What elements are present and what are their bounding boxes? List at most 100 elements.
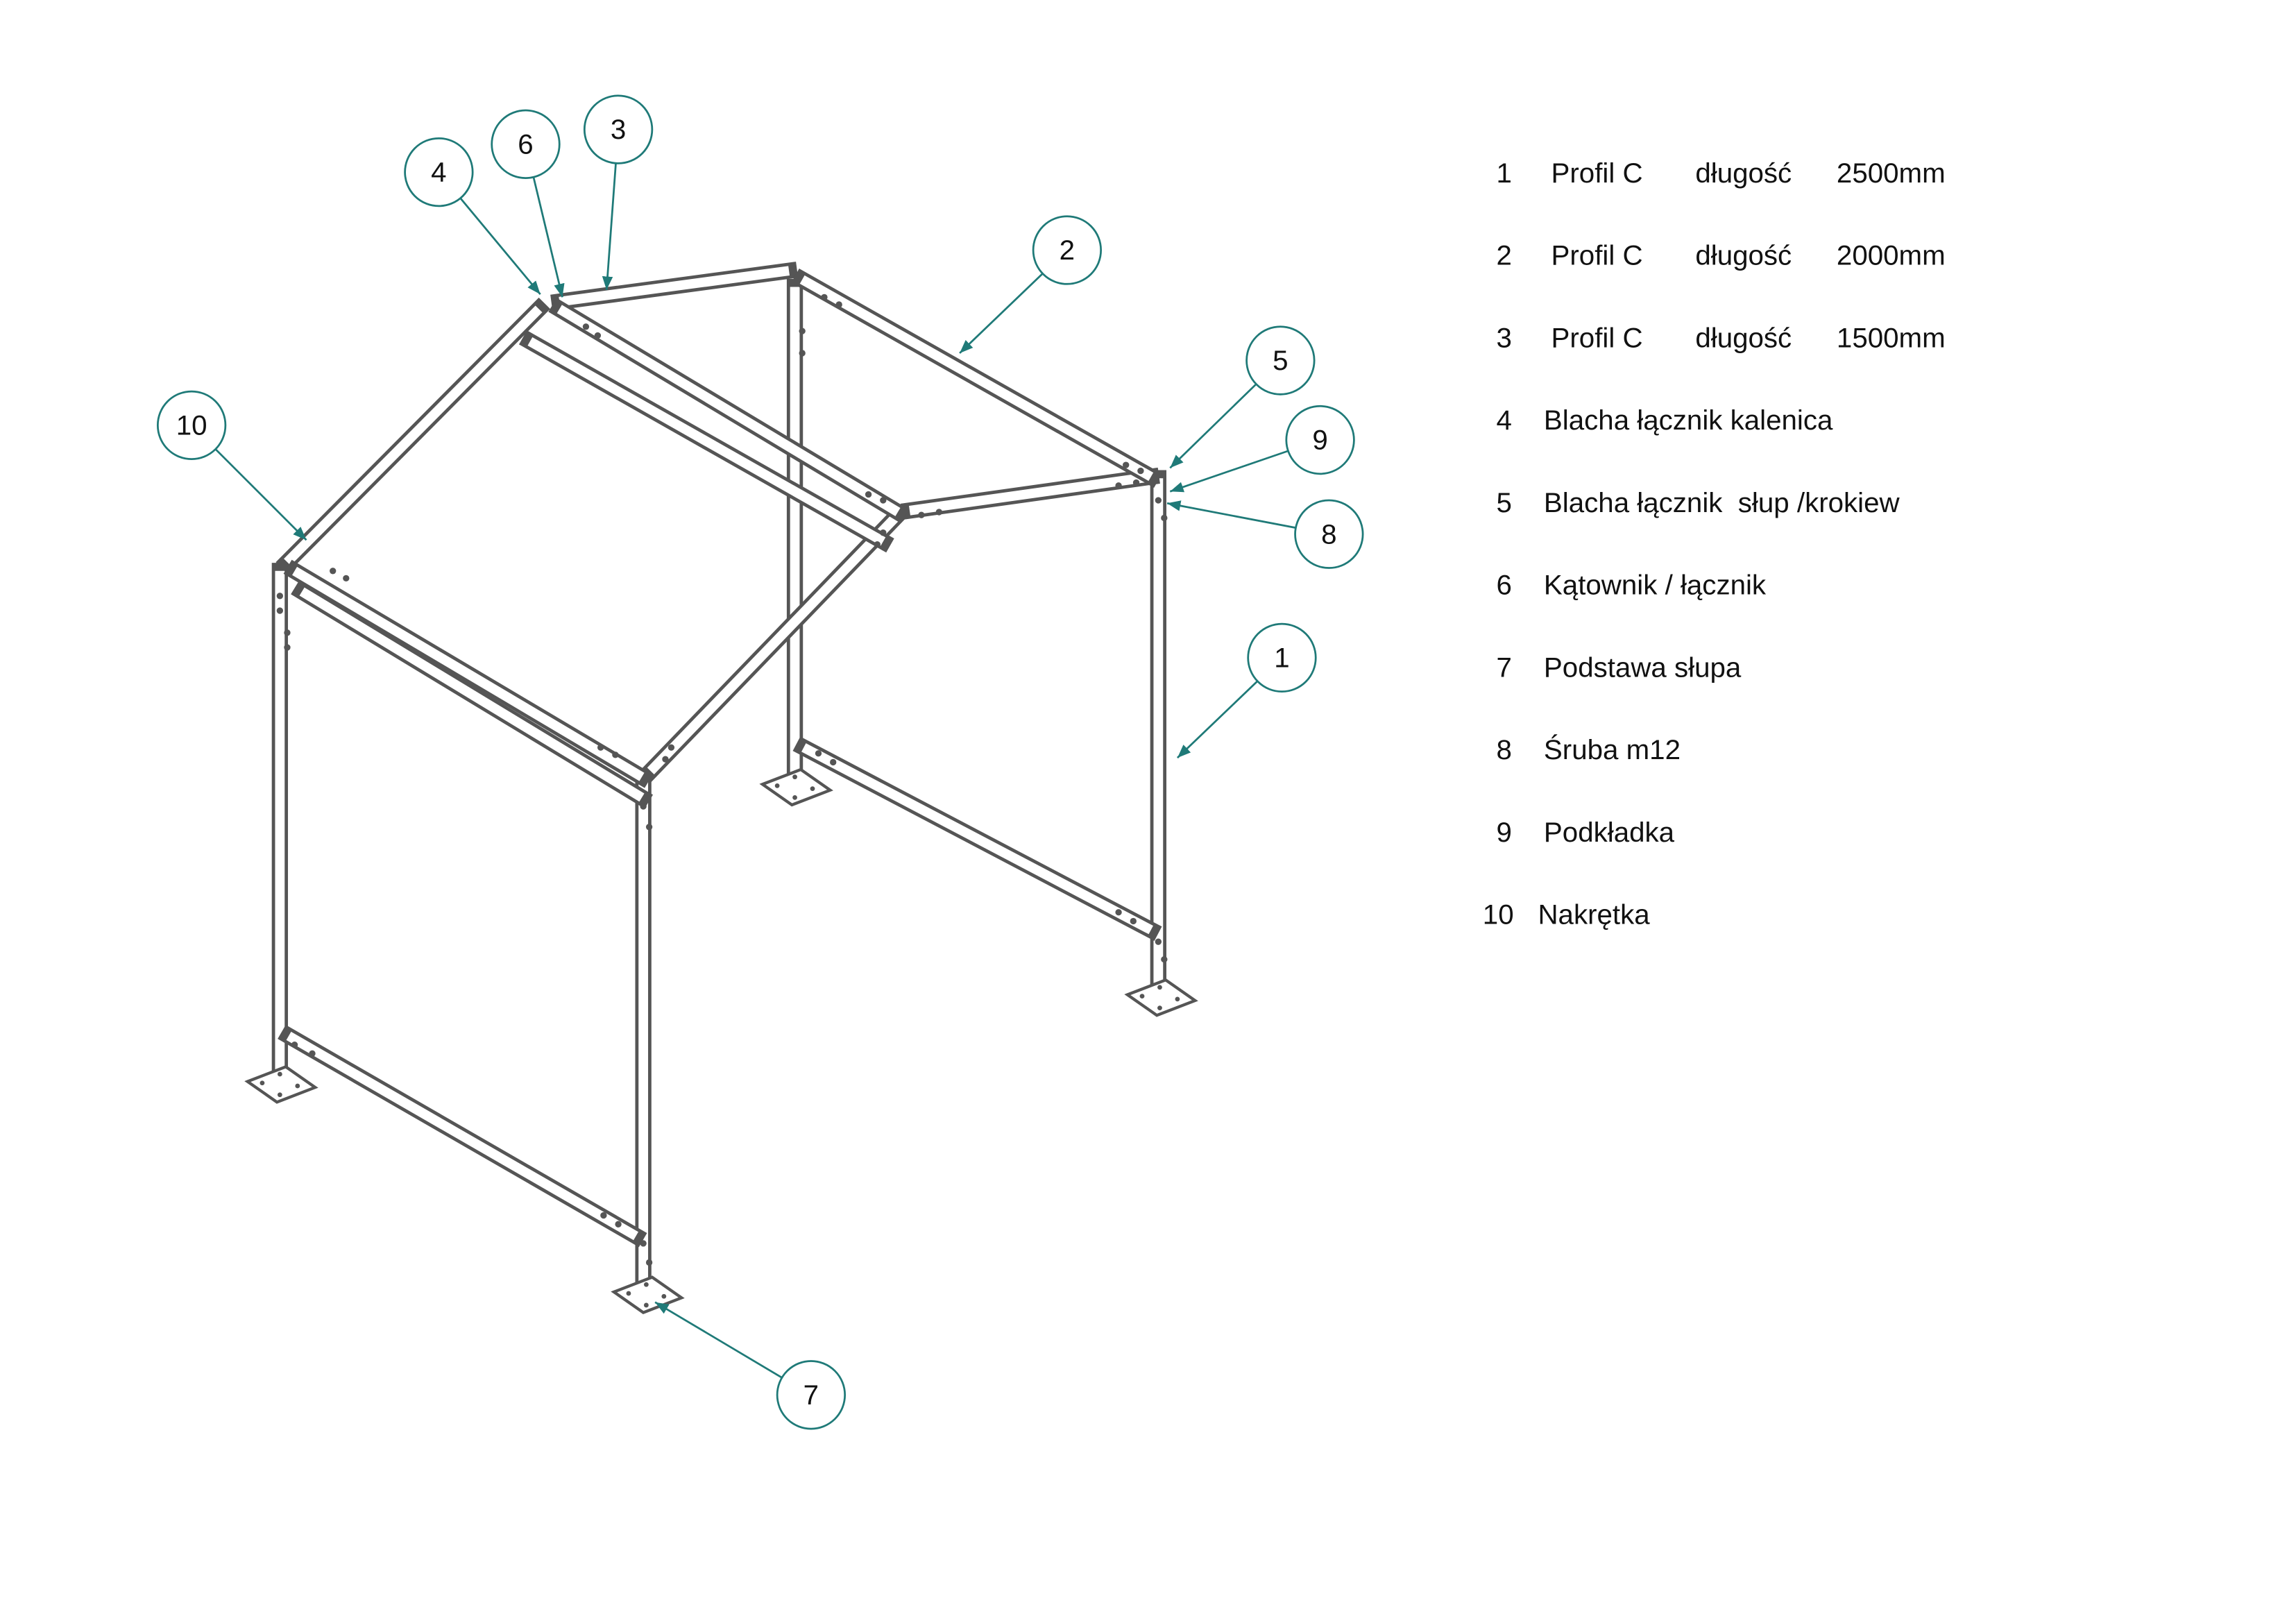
legend-row-5: 5 Blacha łącznik słup /krokiew: [1496, 487, 1900, 518]
callout-2: 2: [959, 215, 1103, 354]
bolt: [865, 491, 872, 498]
svg-text:5: 5: [1496, 487, 1511, 518]
bolt: [309, 1050, 316, 1057]
rafter-left-front: [275, 297, 551, 574]
svg-text:Profil C: Profil C: [1551, 322, 1643, 353]
callout-5: 5: [1169, 325, 1316, 469]
bolt: [1130, 917, 1137, 925]
svg-text:1: 1: [1496, 158, 1511, 189]
callout-8: 8: [1166, 499, 1364, 569]
callout-circle: [776, 1360, 847, 1430]
legend-row-10: 10 Nakrętka: [1483, 899, 1650, 931]
legend-row-9: 9 Podkładka: [1496, 817, 1674, 848]
svg-text:Blacha łącznik słup /krokiew: Blacha łącznik słup /krokiew: [1544, 487, 1900, 518]
bolt: [645, 1259, 653, 1266]
svg-text:2: 2: [1496, 240, 1511, 271]
legend-row-2: 2 Profil C długość 2000mm: [1496, 240, 1945, 271]
callout-number: 2: [1060, 235, 1075, 266]
bolt: [640, 803, 647, 810]
svg-text:4: 4: [1496, 405, 1511, 436]
callout-7: 7: [654, 1301, 847, 1430]
bolt: [1155, 497, 1162, 504]
svg-text:8: 8: [1496, 734, 1511, 765]
bolt: [918, 511, 925, 518]
svg-text:10: 10: [1483, 899, 1514, 931]
callout-number: 7: [803, 1379, 819, 1411]
svg-text:Nakrętka: Nakrętka: [1538, 899, 1650, 931]
leader-arrow: [1166, 500, 1296, 529]
base-plate: [759, 767, 833, 807]
callout-circle: [156, 390, 227, 460]
leader-arrow: [1169, 383, 1257, 469]
bolt: [1161, 955, 1168, 963]
bolt: [640, 1240, 647, 1247]
callout-circle: [1032, 215, 1103, 285]
svg-text:Śruba m12: Śruba m12: [1544, 733, 1681, 765]
callout-number: 1: [1274, 642, 1289, 673]
callout-9: 9: [1169, 405, 1355, 493]
bolt: [291, 1041, 298, 1048]
rafter-left-back: [550, 262, 799, 311]
bolt: [343, 575, 350, 582]
callout-number: 4: [431, 157, 446, 188]
bolt: [935, 509, 943, 516]
callout-4: 4: [404, 137, 541, 295]
svg-text:7: 7: [1496, 652, 1511, 683]
bolt: [1155, 938, 1162, 945]
bolt: [645, 824, 653, 831]
bolt: [1137, 467, 1144, 475]
bolt: [594, 332, 602, 339]
leader-arrow: [214, 448, 307, 541]
bottom-beam-front: [278, 1024, 647, 1248]
inner-rail-ridge: [518, 330, 894, 553]
callout-number: 3: [611, 114, 626, 145]
callout-3: 3: [583, 94, 654, 290]
legend-row-8: 8 Śruba m12: [1496, 733, 1681, 765]
callouts: 1 2 3 4 5 6 7 8 9 10: [156, 94, 1364, 1430]
bolt: [276, 593, 284, 600]
leader-arrow: [654, 1301, 783, 1379]
bolt: [597, 744, 604, 751]
bolt: [799, 328, 806, 334]
callout-10: 10: [156, 390, 307, 541]
base-plate: [611, 1275, 685, 1314]
rafter-right-front: [639, 506, 907, 783]
svg-text:długość: długość: [1695, 322, 1792, 353]
rafter-right-back: [900, 467, 1160, 520]
bolt: [874, 541, 881, 548]
callout-number: 8: [1321, 518, 1336, 550]
svg-text:Podstawa słupa: Podstawa słupa: [1544, 652, 1742, 683]
inner-rail-left: [291, 580, 654, 809]
bolt: [1132, 479, 1140, 486]
bolt: [830, 758, 837, 766]
callout-circle: [491, 109, 561, 179]
callout-number: 6: [518, 128, 533, 160]
svg-text:Profil C: Profil C: [1551, 158, 1643, 189]
bolt: [1115, 909, 1122, 916]
base-plate: [244, 1065, 318, 1104]
leader-arrow: [459, 197, 541, 295]
bolt: [615, 1221, 622, 1227]
base-plate: [1124, 978, 1198, 1017]
bolt: [821, 294, 828, 301]
legend-row-7: 7 Podstawa słupa: [1496, 652, 1741, 683]
bolt: [330, 568, 337, 575]
callout-circle: [404, 137, 474, 207]
svg-text:Kątownik / łącznik: Kątownik / łącznik: [1544, 570, 1767, 601]
svg-text:6: 6: [1496, 570, 1511, 601]
callout-number: 9: [1312, 425, 1327, 456]
svg-text:długość: długość: [1695, 158, 1792, 189]
callout-circle: [583, 94, 654, 164]
legend-row-4: 4 Blacha łącznik kalenica: [1496, 405, 1833, 436]
bolt: [880, 529, 887, 536]
bolt: [835, 301, 842, 308]
svg-text:9: 9: [1496, 817, 1511, 848]
leader-arrow: [1176, 680, 1259, 759]
svg-text:Podkładka: Podkładka: [1544, 817, 1675, 848]
bottom-beam-back: [792, 736, 1162, 941]
callout-6: 6: [491, 109, 565, 298]
bolt: [662, 756, 669, 763]
bolt: [284, 629, 291, 636]
leader-arrow: [1169, 450, 1289, 493]
